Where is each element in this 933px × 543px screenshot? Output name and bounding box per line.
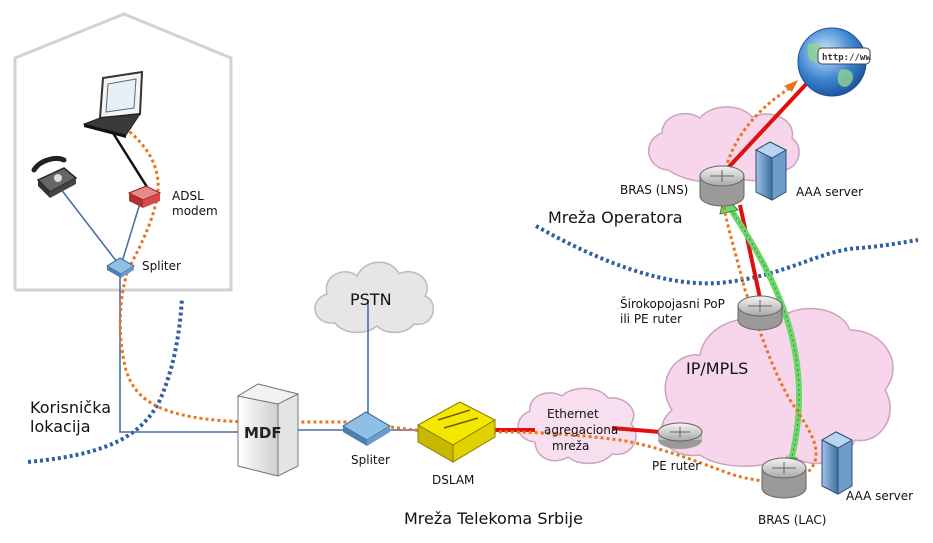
laptop-cable [111,132,149,188]
aaa-server-top-label: AAA server [796,185,863,199]
ethernet-label-line3: mreža [552,439,589,453]
user-location-label-line1: Korisnička [30,398,111,417]
telekom-network-label: Mreža Telekoma Srbije [404,509,583,528]
home-splitter-icon [106,257,135,278]
ethernet-aggregation-cloud [517,387,637,465]
red-links [488,78,812,434]
co-splitter-label: Spliter [351,453,390,467]
dslam-label: DSLAM [432,473,474,487]
co-splitter-icon [342,411,391,446]
pe-router-icon [657,422,703,449]
bras-lns-label: BRAS (LNS) [620,183,688,197]
mdf-icon: MDF [236,383,300,477]
bras-lns-icon [699,165,745,207]
home-splitter-label: Spliter [142,259,181,273]
phone-icon [31,155,78,198]
aaa-server-bottom-label: AAA server [846,489,913,503]
aaa-server-top-icon [754,141,788,201]
adsl-modem-icon [127,185,162,208]
ip-mpls-cloud [660,307,894,467]
operator-network-label: Mreža Operatora [548,208,683,227]
user-location-label-line2: lokacija [30,417,91,436]
pop-router-icon [737,295,783,331]
pop-label-line2: ili PE ruter [620,312,682,326]
user-location-boundary [27,297,184,464]
mdf-label: MDF [244,424,282,442]
network-boundaries [27,224,919,464]
house-outline [13,12,233,292]
ethernet-label-line2: agregaciona [544,423,618,437]
pstn-label: PSTN [350,290,392,309]
adsl-modem-label-line1: ADSL [172,189,204,203]
aaa-server-bottom-icon [820,431,854,495]
ip-mpls-label: IP/MPLS [686,359,748,378]
pstn-cloud [314,261,435,334]
bras-lac-icon [761,457,807,499]
pe-router-label: PE ruter [652,459,700,473]
globe-url-text: http://ww [822,53,871,63]
bras-lac-label: BRAS (LAC) [758,513,826,527]
adsl-modem-label-line2: modem [172,204,218,218]
ethernet-label-line1: Ethernet [547,407,599,421]
laptop-icon [82,70,144,138]
internet-globe-icon: http://ww [797,27,871,97]
dslam-icon [416,401,497,463]
operator-boundary [535,224,919,286]
pop-label-line1: Širokopojasni PoP [620,296,725,311]
